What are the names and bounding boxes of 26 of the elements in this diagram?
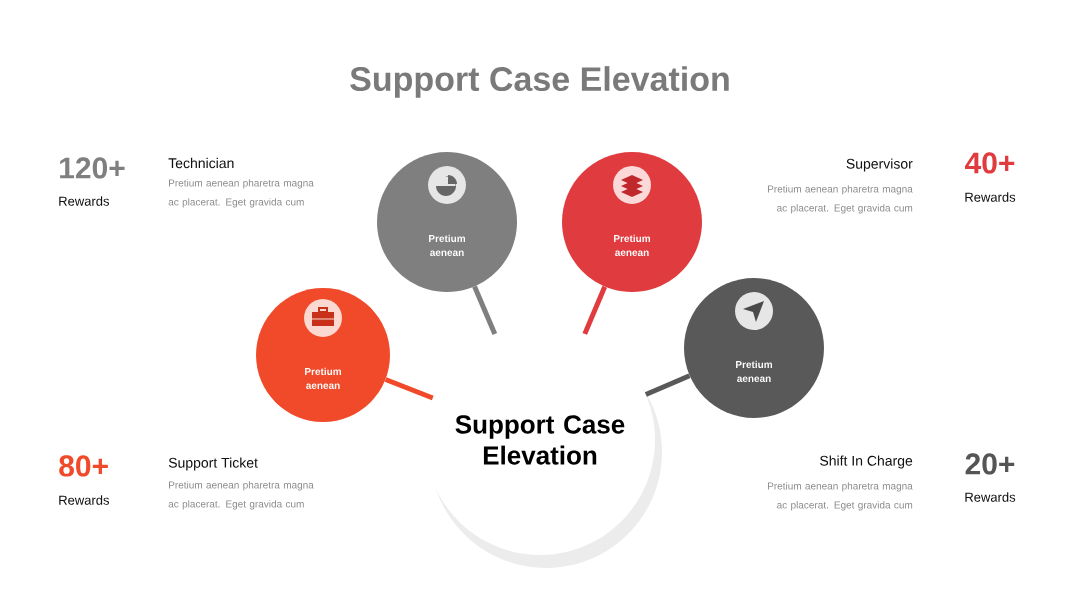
bubble: Pretium aenean: [684, 278, 824, 418]
description: Pretium aenean pharetra magna ac placerat. Eget gravida cum: [168, 481, 314, 510]
heading: Supervisor: [846, 158, 913, 172]
rewards-label: Rewards: [59, 196, 110, 206]
reward-number: 20+: [965, 453, 1015, 475]
description: Pretium aenean pharetra magna ac placerat. Eget gravida cum: [767, 185, 913, 214]
bubble: Pretium aenean: [377, 152, 517, 292]
connector-tail: [472, 285, 498, 335]
heading: Shift In Charge: [820, 455, 913, 469]
connector-tail: [644, 373, 691, 397]
description: Pretium aenean pharetra magna ac placerat. Eget gravida cum: [767, 482, 913, 511]
rewards-label: Rewards: [965, 192, 1016, 202]
bubble: Pretium aenean: [256, 288, 390, 422]
connector-tail: [384, 377, 434, 401]
rewards-label: Rewards: [965, 492, 1016, 502]
heading: Technician: [168, 157, 234, 169]
connector-tail: [582, 285, 607, 335]
reward-number: 40+: [965, 152, 1015, 174]
rewards-label: Rewards: [59, 495, 110, 505]
reward-number: 120+: [60, 157, 125, 179]
bubble: Pretium aenean: [562, 152, 702, 292]
reward-number: 80+: [59, 455, 108, 477]
title: Support Case Elevation: [350, 66, 729, 98]
heading: Support Ticket: [168, 457, 258, 471]
description: Pretium aenean pharetra magna ac placerat. Eget gravida cum: [168, 179, 314, 208]
node-label: Support Case Elevation: [455, 415, 625, 465]
